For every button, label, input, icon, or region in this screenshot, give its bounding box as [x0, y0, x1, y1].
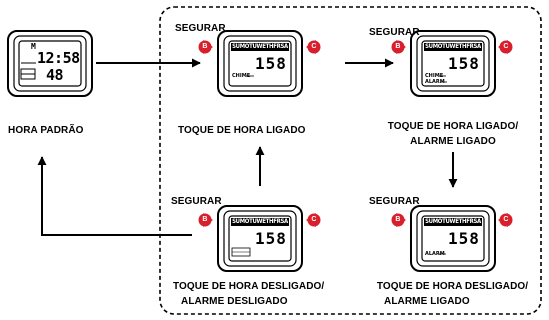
lcd-day-bar: SUMOTUWETHFRSA	[231, 43, 289, 51]
button-b-label: B	[202, 216, 208, 223]
label-toque-alarme-ligado-l2: ALARME LIGADO	[410, 136, 496, 147]
button-c-marker	[307, 213, 321, 227]
button-b-label: B	[395, 43, 401, 50]
label-toque-ligado: TOQUE DE HORA LIGADO	[178, 125, 306, 136]
lcd-value: 158	[448, 54, 480, 73]
lcd-alarm-indicator: ALARM	[425, 79, 445, 85]
lcd-seconds: 48	[46, 66, 64, 84]
lcd-value: 158	[448, 229, 480, 248]
label-segurar: SEGURAR	[369, 27, 420, 38]
lcd-day-bar: SUMOTUWETHFRSA	[424, 218, 482, 226]
lcd-alarm-indicator: ALARM	[425, 251, 445, 257]
label-segurar: SEGURAR	[369, 196, 420, 207]
dashed-frame	[159, 6, 542, 315]
button-c-label: C	[503, 43, 509, 50]
button-c-label: C	[311, 43, 317, 50]
lcd-mode-indicator: M	[31, 42, 36, 51]
watch-hora-padrao	[7, 30, 93, 97]
lcd-time: 12:58	[37, 49, 80, 67]
button-b-label: B	[395, 216, 401, 223]
label-segurar: SEGURAR	[175, 23, 226, 34]
label-toque-desligado-alarme-ligado-l1: TOQUE DE HORA DESLIGADO/	[376, 281, 529, 292]
label-toque-desligado-alarme-desligado-l2: ALARME DESLIGADO	[181, 296, 288, 307]
lcd-day-bar: SUMOTUWETHFRSA	[231, 218, 289, 226]
lcd-day-bar: SUMOTUWETHFRSA	[424, 43, 482, 51]
button-c-marker	[307, 40, 321, 54]
button-c-label: C	[311, 216, 317, 223]
button-b-marker	[198, 213, 212, 227]
label-toque-alarme-ligado-l1: TOQUE DE HORA LIGADO/	[387, 121, 519, 132]
button-b-marker	[391, 213, 405, 227]
button-b-marker	[198, 40, 212, 54]
label-hora-padrao: HORA PADRÃO	[8, 125, 84, 136]
lcd-value: 158	[255, 54, 287, 73]
button-b-marker	[391, 40, 405, 54]
button-c-marker	[499, 40, 513, 54]
button-c-marker	[499, 213, 513, 227]
button-b-label: B	[202, 43, 208, 50]
lcd-chime-indicator: CHIME	[425, 73, 444, 79]
arrow-return-to-padrao	[37, 156, 192, 236]
lcd-value: 158	[255, 229, 287, 248]
button-markers	[198, 40, 513, 227]
label-toque-desligado-alarme-ligado-l2: ALARME LIGADO	[384, 296, 470, 307]
lcd-chime-indicator: CHIME	[232, 73, 251, 79]
button-c-label: C	[503, 216, 509, 223]
label-toque-desligado-alarme-desligado-l1: TOQUE DE HORA DESLIGADO/	[173, 281, 325, 292]
label-segurar: SEGURAR	[171, 196, 222, 207]
